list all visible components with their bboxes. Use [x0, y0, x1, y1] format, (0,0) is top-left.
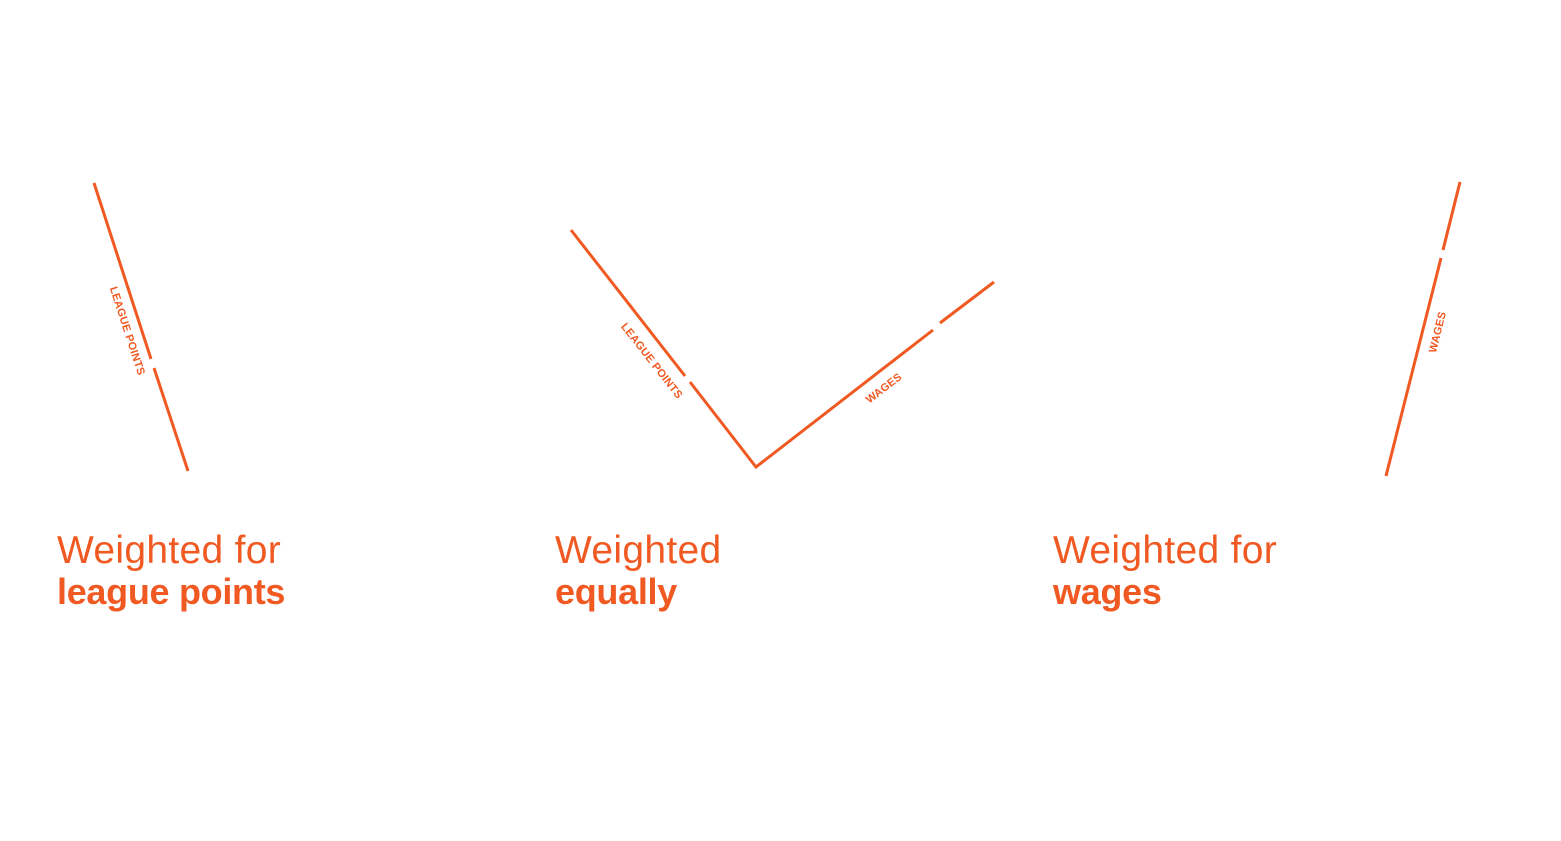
wages-axis-label: WAGES: [1427, 310, 1449, 354]
panel-league-points-lines: LEAGUE POINTS: [92, 182, 190, 472]
caption-equal-line1: Weighted: [555, 529, 722, 572]
equal-v-axis: [688, 328, 934, 470]
caption-league-points-line2: league points: [57, 571, 286, 612]
panel-wages-lines: WAGES: [1384, 181, 1462, 477]
caption-equal: Weighted equally: [555, 530, 721, 612]
league-points-axis-lower: [152, 367, 190, 472]
equal-wages-axis-upper: [939, 280, 995, 325]
caption-wages-line1: Weighted for: [1053, 529, 1278, 572]
wages-axis-upper: [1441, 181, 1462, 251]
caption-wages-line2: wages: [1053, 571, 1162, 612]
equal-wages-axis-label: WAGES: [864, 371, 905, 406]
caption-wages: Weighted for wages: [1053, 530, 1277, 612]
equal-league-points-axis-upper: [569, 229, 687, 377]
caption-league-points-line1: Weighted for: [57, 529, 282, 572]
wages-axis-lower: [1384, 257, 1443, 477]
league-points-axis-upper: [92, 182, 153, 360]
caption-equal-line2: equally: [555, 571, 677, 612]
panel-equal-lines: LEAGUE POINTS WAGES: [569, 229, 995, 470]
caption-league-points: Weighted for league points: [57, 530, 285, 612]
